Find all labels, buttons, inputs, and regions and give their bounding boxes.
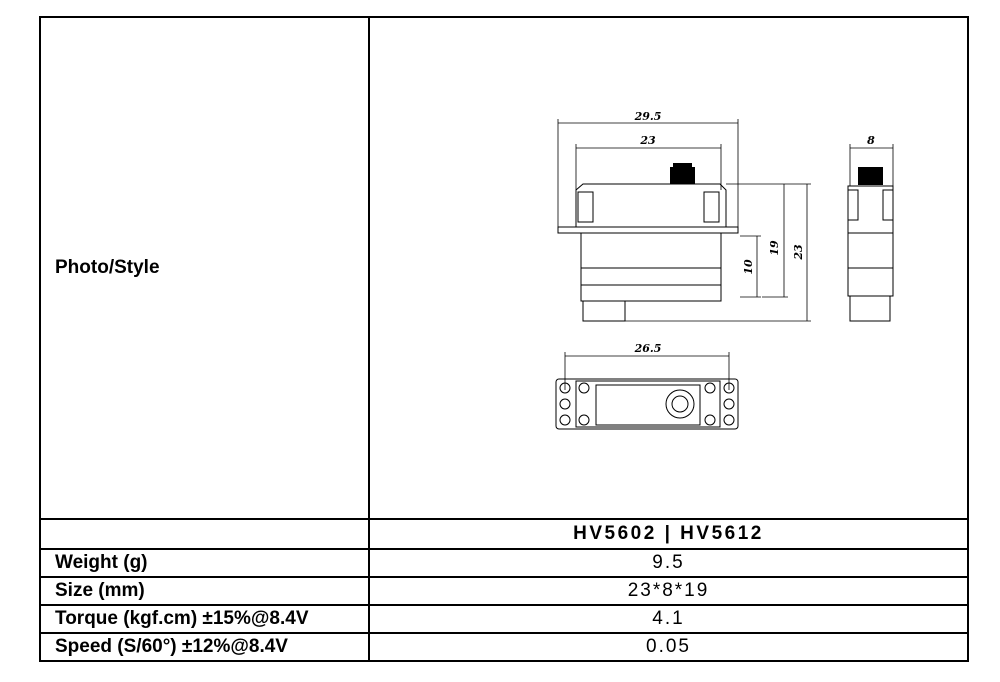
model-header: HV5602 | HV5612 <box>368 518 969 550</box>
photo-style-label: Photo/Style <box>39 16 370 520</box>
top-view <box>555 378 739 430</box>
dim-height-body: 19 <box>768 240 781 256</box>
dimension-lines <box>557 119 894 390</box>
spec-label: Weight (g) <box>39 548 370 578</box>
model-header-row: HV5602 | HV5612 <box>39 518 969 550</box>
mounting-flange <box>557 226 739 234</box>
dim-thickness: 8 <box>867 134 875 147</box>
spec-table: Photo/Style <box>39 16 969 662</box>
spec-row-weight: Weight (g) 9.5 <box>39 548 969 578</box>
spec-value: 23*8*19 <box>368 576 969 606</box>
side-spline <box>858 167 883 185</box>
top-cover <box>575 183 727 227</box>
drawing-cell: 29.5 23 8 10 19 23 26.5 <box>368 16 969 520</box>
output-spline <box>670 167 695 184</box>
spec-label: Speed (S/60°) ±12%@8.4V <box>39 632 370 662</box>
left-tab <box>577 191 594 223</box>
spec-value: 9.5 <box>368 548 969 578</box>
servo-drawing-svg: 29.5 23 8 10 19 23 26.5 <box>555 110 894 430</box>
spec-value: 4.1 <box>368 604 969 634</box>
spec-label: Torque (kgf.cm) ±15%@8.4V <box>39 604 370 634</box>
right-tab <box>703 191 720 223</box>
spec-row-torque: Torque (kgf.cm) ±15%@8.4V 4.1 <box>39 604 969 634</box>
dim-width-outer: 29.5 <box>634 110 662 123</box>
dim-height-lower: 10 <box>742 259 755 275</box>
photo-row: Photo/Style <box>39 16 969 520</box>
servo-bottom-case <box>582 300 626 322</box>
spec-row-speed: Speed (S/60°) ±12%@8.4V 0.05 <box>39 632 969 662</box>
dim-mount-spacing: 26.5 <box>634 342 662 355</box>
spec-value: 0.05 <box>368 632 969 662</box>
spec-label: Size (mm) <box>39 576 370 606</box>
side-view <box>847 185 894 322</box>
servo-technical-drawing: 29.5 23 8 10 19 23 26.5 <box>370 18 965 518</box>
front-view <box>557 183 739 322</box>
spec-row-size: Size (mm) 23*8*19 <box>39 576 969 606</box>
dim-height-total: 23 <box>792 244 805 261</box>
top-view-outline <box>555 378 739 430</box>
servo-body <box>580 232 722 302</box>
dim-width-body: 23 <box>639 134 656 147</box>
horn-outer <box>665 389 695 419</box>
header-blank-cell <box>39 518 370 550</box>
